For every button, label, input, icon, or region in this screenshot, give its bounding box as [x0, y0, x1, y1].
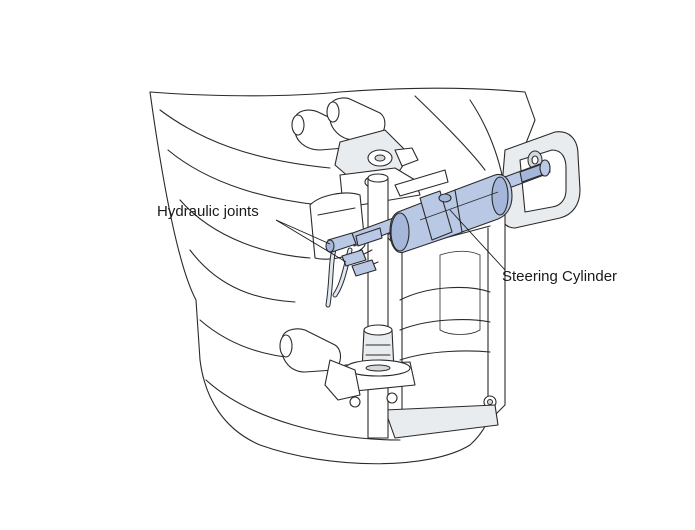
lower-damper [279, 328, 398, 408]
leader-hydraulic-a [275, 219, 331, 245]
hydraulic-joints [325, 227, 383, 277]
clamp-bracket [499, 131, 581, 229]
leader-hydraulic-b [275, 219, 347, 263]
steering-shaft [344, 173, 416, 439]
upper-dampers [291, 97, 419, 179]
steering-cylinder-label: Steering Cylinder [502, 268, 618, 285]
leader-steering [449, 209, 506, 271]
hydraulic-joints-label: Hydraulic joints [157, 203, 259, 220]
